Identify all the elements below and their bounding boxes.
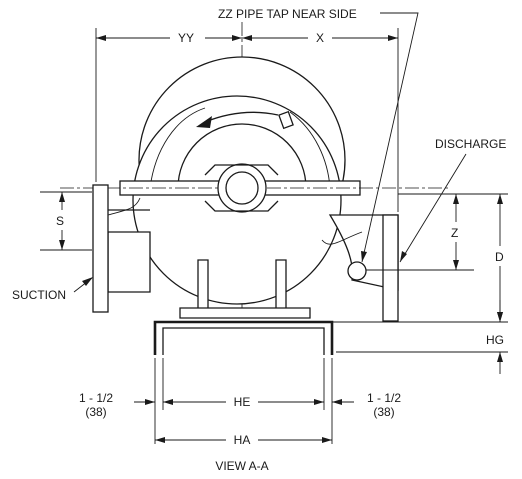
- dim-s-arrow-bottom: [59, 240, 65, 250]
- label-discharge: DISCHARGE: [435, 137, 506, 151]
- pump-foot: [179, 307, 311, 319]
- nameplate-tag: [278, 110, 294, 130]
- discharge-flange: [382, 214, 399, 322]
- suction-nozzle: [107, 231, 151, 293]
- dim-z-arrow-top: [453, 194, 459, 204]
- rotation-arrow-icon: [196, 116, 212, 128]
- label-z: Z: [451, 226, 458, 240]
- zz-leader-line: [361, 12, 419, 263]
- dim-x-arrow-left: [242, 35, 252, 41]
- dim-yy-arrow-left: [96, 35, 106, 41]
- rotation-arc: [204, 111, 279, 123]
- base-channel-inner: [162, 327, 325, 355]
- zz-leader-arrow: [361, 251, 367, 262]
- discharge-leader-arrow: [400, 251, 407, 262]
- label-ha: HA: [234, 433, 251, 447]
- label-offset-right-mm: (38): [373, 405, 394, 419]
- casing-contour-left: [149, 107, 206, 189]
- hub-bracket-top: [204, 164, 279, 176]
- label-view-caption: VIEW A-A: [215, 459, 268, 473]
- pipe-tap-circle: [347, 261, 367, 281]
- dim-ha-arrow-left: [155, 437, 165, 443]
- base-plate: [153, 320, 508, 355]
- discharge-leader-line: [399, 153, 467, 263]
- dim-ha-arrow-right: [322, 437, 332, 443]
- base-channel-outer: [153, 320, 334, 355]
- hub-bracket-bottom: [204, 200, 279, 212]
- label-zz-pipe-tap: ZZ PIPE TAP NEAR SIDE: [218, 7, 357, 21]
- suction-flange: [92, 184, 109, 313]
- pedestal-leg-left: [197, 259, 209, 313]
- label-yy: YY: [178, 31, 194, 45]
- dim-x-arrow-right: [388, 35, 398, 41]
- suction-leader-arrow: [82, 277, 93, 286]
- dim-s-arrow-top: [59, 192, 65, 202]
- casing-contour-right: [289, 111, 331, 189]
- dim-he-arrow-left: [163, 399, 173, 405]
- dim-he-arrow-right: [314, 399, 324, 405]
- pedestal-leg-right: [275, 259, 287, 313]
- label-suction: SUCTION: [12, 288, 66, 302]
- label-hg: HG: [486, 333, 504, 347]
- hub-bore: [225, 171, 259, 205]
- dim-yy-arrow-right: [232, 35, 242, 41]
- dim-d-arrow-top: [497, 194, 503, 204]
- label-offset-left-mm: (38): [85, 405, 106, 419]
- dim-z-arrow-bottom: [453, 260, 459, 270]
- dim-hg-arrow-bottom: [497, 352, 503, 362]
- dim-hg-arrow-top: [497, 312, 503, 322]
- dim-offset-left-arrow: [145, 399, 155, 405]
- impeller-ring: [177, 123, 307, 189]
- discharge-contour: [321, 231, 363, 245]
- label-x: X: [316, 31, 324, 45]
- label-d: D: [495, 250, 504, 264]
- label-he: HE: [234, 395, 251, 409]
- label-s: S: [56, 214, 64, 228]
- suction-contour: [107, 197, 141, 216]
- dim-offset-right-arrow: [332, 399, 342, 405]
- label-offset-left-in: 1 - 1/2: [79, 391, 113, 405]
- label-offset-right-in: 1 - 1/2: [367, 391, 401, 405]
